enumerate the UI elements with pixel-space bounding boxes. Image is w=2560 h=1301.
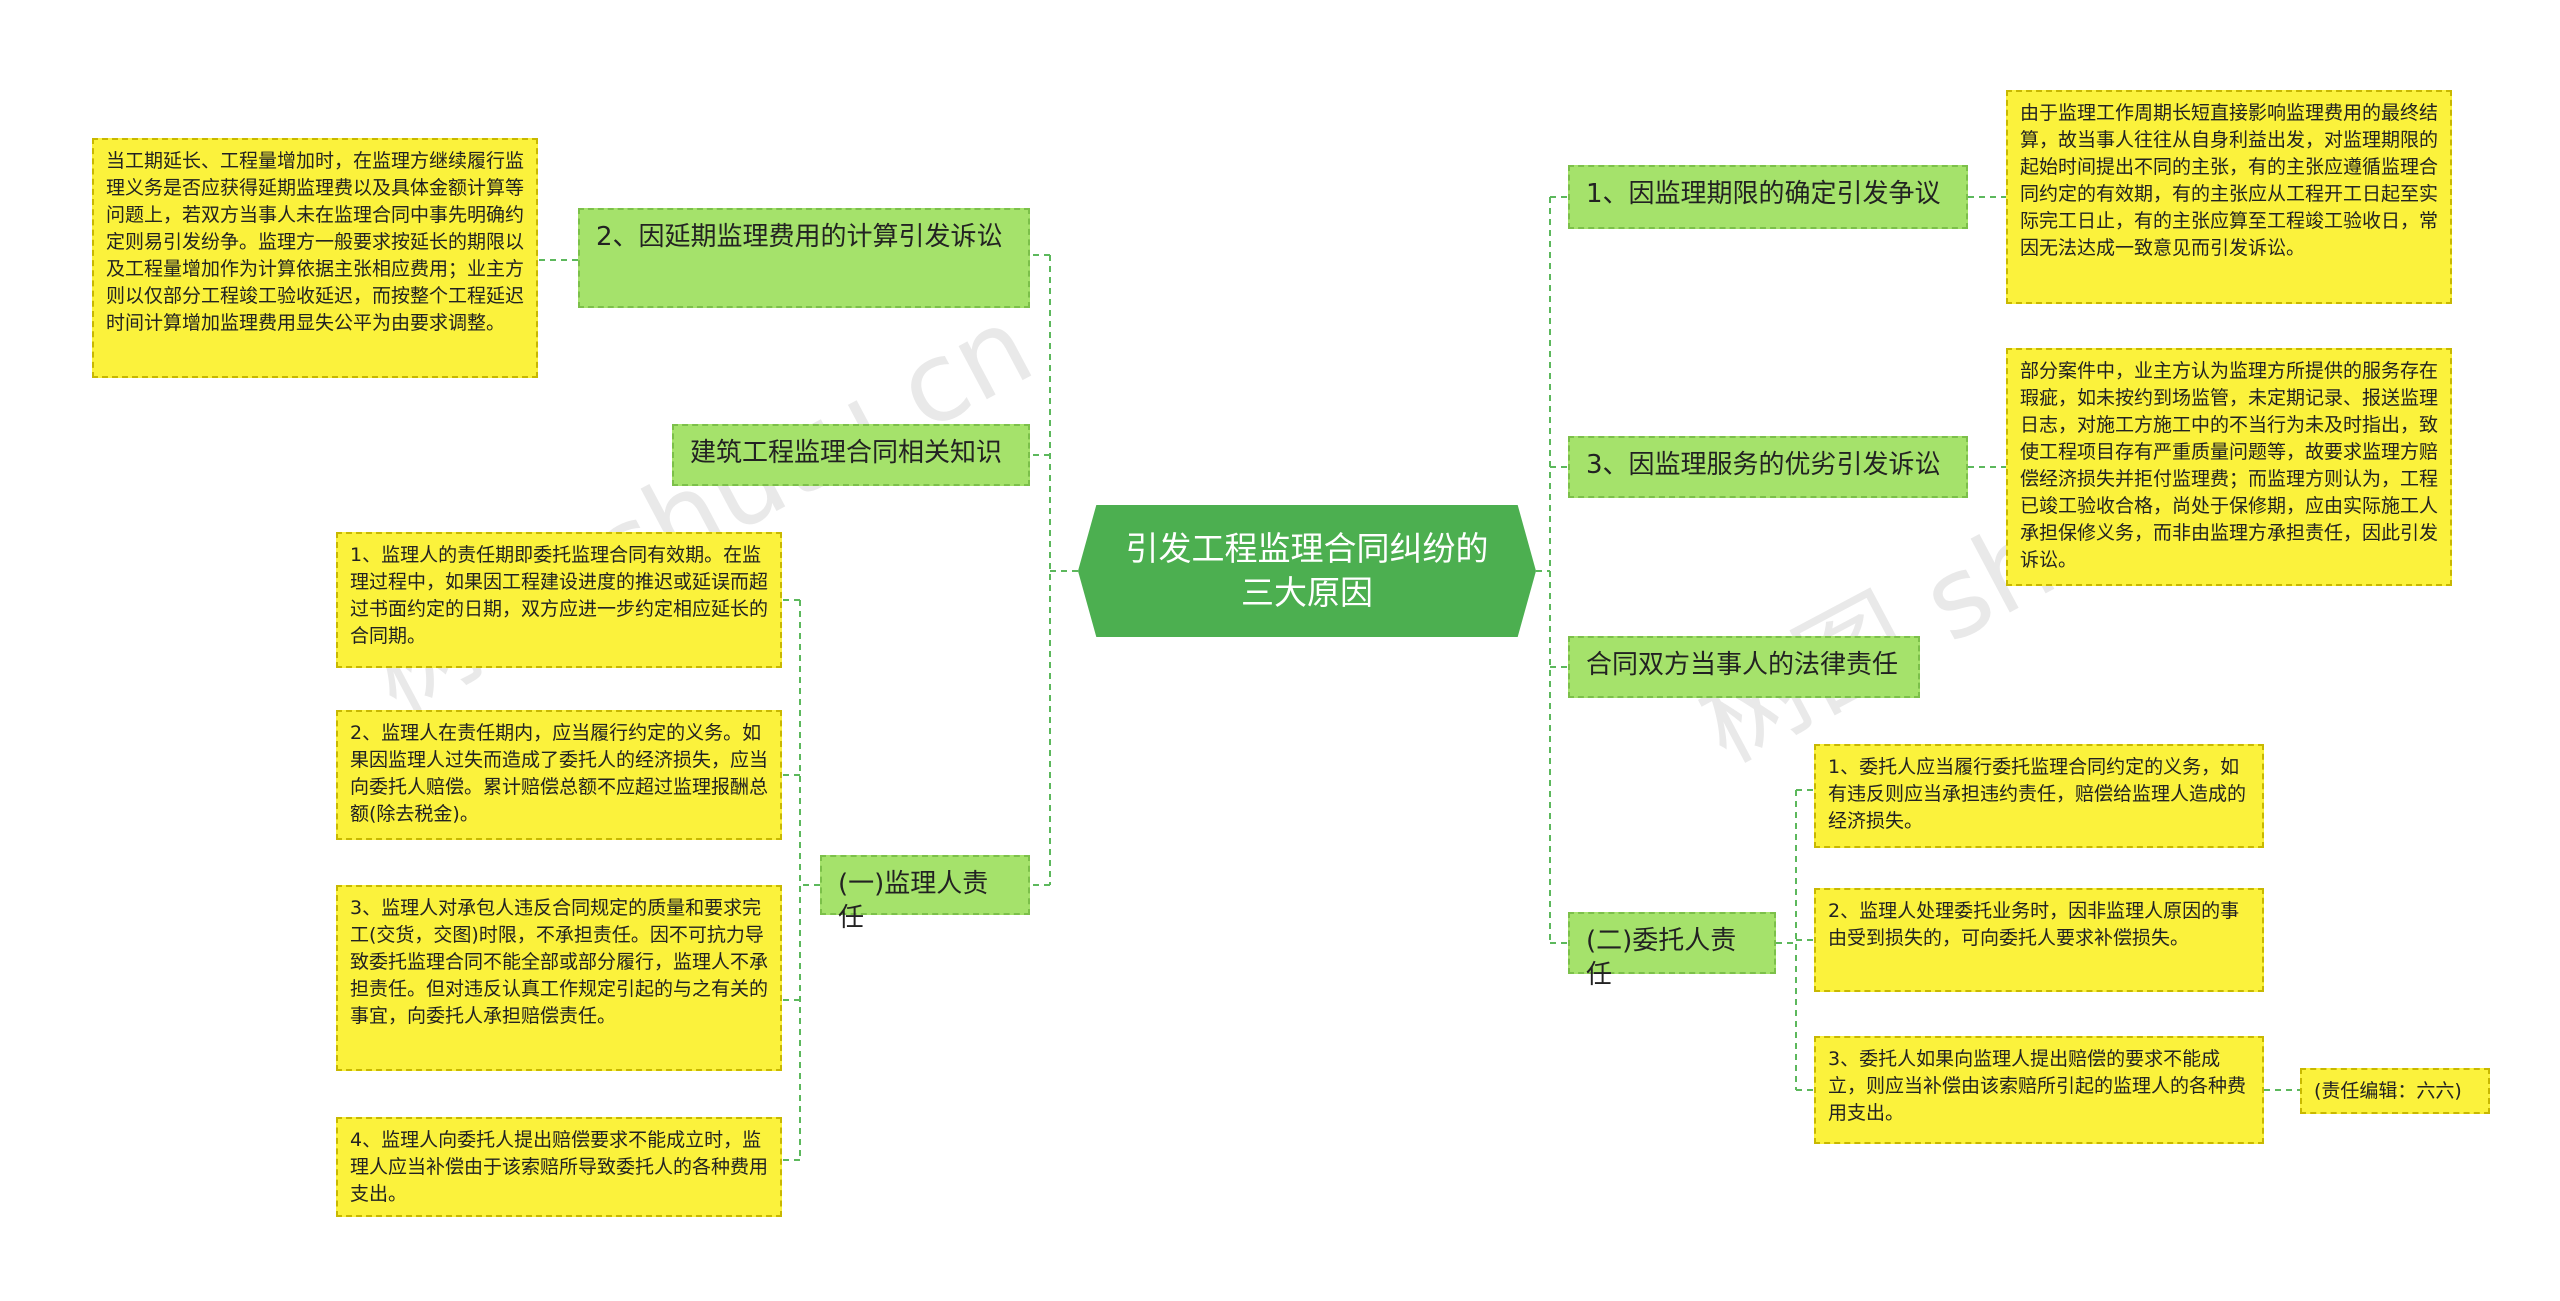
supervisor-item-2[interactable]: 2、监理人在责任期内，应当履行约定的义务。如果因监理人过失而造成了委托人的经济损… — [336, 710, 782, 840]
branch-client-liability[interactable]: (二)委托人责任 — [1568, 912, 1776, 990]
editor-credit: (责任编辑：六六) — [2300, 1068, 2490, 1114]
client-item-1[interactable]: 1、委托人应当履行委托监理合同约定的义务，如有违反则应当承担违约责任，赔偿给监理… — [1814, 744, 2264, 848]
supervisor-item-4[interactable]: 4、监理人向委托人提出赔偿要求不能成立时，监理人应当补偿由于该索赔所导致委托人的… — [336, 1117, 782, 1217]
branch-client-label: (二)委托人责任 — [1586, 926, 1737, 990]
detail-period-dispute[interactable]: 由于监理工作周期长短直接影响监理费用的最终结算，故当事人往往从自身利益出发，对监… — [2006, 90, 2452, 304]
branch-supervisor-label: (一)监理人责任 — [838, 869, 989, 933]
detail-service-text: 部分案件中，业主方认为监理方所提供的服务存在瑕疵，如未按约到场监管，未定期记录、… — [2020, 360, 2439, 571]
branch-extension-label: 2、因延期监理费用的计算引发诉讼 — [596, 222, 1003, 252]
detail-extension-fee[interactable]: 当工期延长、工程量增加时，在监理方继续履行监理义务是否应获得延期监理费以及具体金… — [92, 138, 538, 378]
branch-extension-fee[interactable]: 2、因延期监理费用的计算引发诉讼 — [578, 208, 1030, 308]
branch-supervisor-liability[interactable]: (一)监理人责任 — [820, 855, 1030, 933]
branch-legal-label: 合同双方当事人的法律责任 — [1586, 650, 1899, 680]
supervisor-item-3-text: 3、监理人对承包人违反合同规定的质量和要求完工(交货，交图)时限，不承担责任。因… — [350, 897, 769, 1027]
detail-service-quality[interactable]: 部分案件中，业主方认为监理方所提供的服务存在瑕疵，如未按约到场监管，未定期记录、… — [2006, 348, 2452, 586]
branch-legal-liability[interactable]: 合同双方当事人的法律责任 — [1568, 636, 1920, 698]
root-title: 引发工程监理合同纠纷的三大原因 — [1125, 529, 1489, 612]
detail-extension-text: 当工期延长、工程量增加时，在监理方继续履行监理义务是否应获得延期监理费以及具体金… — [106, 150, 525, 334]
detail-period-text: 由于监理工作周期长短直接影响监理费用的最终结算，故当事人往往从自身利益出发，对监… — [2020, 102, 2439, 259]
client-item-2-text: 2、监理人处理委托业务时，因非监理人原因的事由受到损失的，可向委托人要求补偿损失… — [1828, 900, 2240, 949]
branch-period-label: 1、因监理期限的确定引发争议 — [1586, 179, 1941, 209]
supervisor-item-2-text: 2、监理人在责任期内，应当履行约定的义务。如果因监理人过失而造成了委托人的经济损… — [350, 722, 769, 825]
branch-service-quality[interactable]: 3、因监理服务的优劣引发诉讼 — [1568, 436, 1968, 498]
supervisor-item-4-text: 4、监理人向委托人提出赔偿要求不能成立时，监理人应当补偿由于该索赔所导致委托人的… — [350, 1129, 769, 1205]
branch-knowledge-label: 建筑工程监理合同相关知识 — [690, 438, 1003, 468]
client-item-1-text: 1、委托人应当履行委托监理合同约定的义务，如有违反则应当承担违约责任，赔偿给监理… — [1828, 756, 2247, 832]
client-item-3-text: 3、委托人如果向监理人提出赔偿的要求不能成立，则应当补偿由该索赔所引起的监理人的… — [1828, 1048, 2247, 1124]
client-item-2[interactable]: 2、监理人处理委托业务时，因非监理人原因的事由受到损失的，可向委托人要求补偿损失… — [1814, 888, 2264, 992]
branch-period-dispute[interactable]: 1、因监理期限的确定引发争议 — [1568, 165, 1968, 229]
supervisor-item-3[interactable]: 3、监理人对承包人违反合同规定的质量和要求完工(交货，交图)时限，不承担责任。因… — [336, 885, 782, 1071]
client-item-3[interactable]: 3、委托人如果向监理人提出赔偿的要求不能成立，则应当补偿由该索赔所引起的监理人的… — [1814, 1036, 2264, 1144]
branch-contract-knowledge[interactable]: 建筑工程监理合同相关知识 — [672, 424, 1030, 486]
editor-credit-text: (责任编辑：六六) — [2314, 1080, 2462, 1102]
root-topic[interactable]: 引发工程监理合同纠纷的三大原因 — [1078, 505, 1536, 637]
supervisor-item-1-text: 1、监理人的责任期即委托监理合同有效期。在监理过程中，如果因工程建设进度的推迟或… — [350, 544, 769, 647]
supervisor-item-1[interactable]: 1、监理人的责任期即委托监理合同有效期。在监理过程中，如果因工程建设进度的推迟或… — [336, 532, 782, 668]
branch-service-label: 3、因监理服务的优劣引发诉讼 — [1586, 450, 1941, 480]
